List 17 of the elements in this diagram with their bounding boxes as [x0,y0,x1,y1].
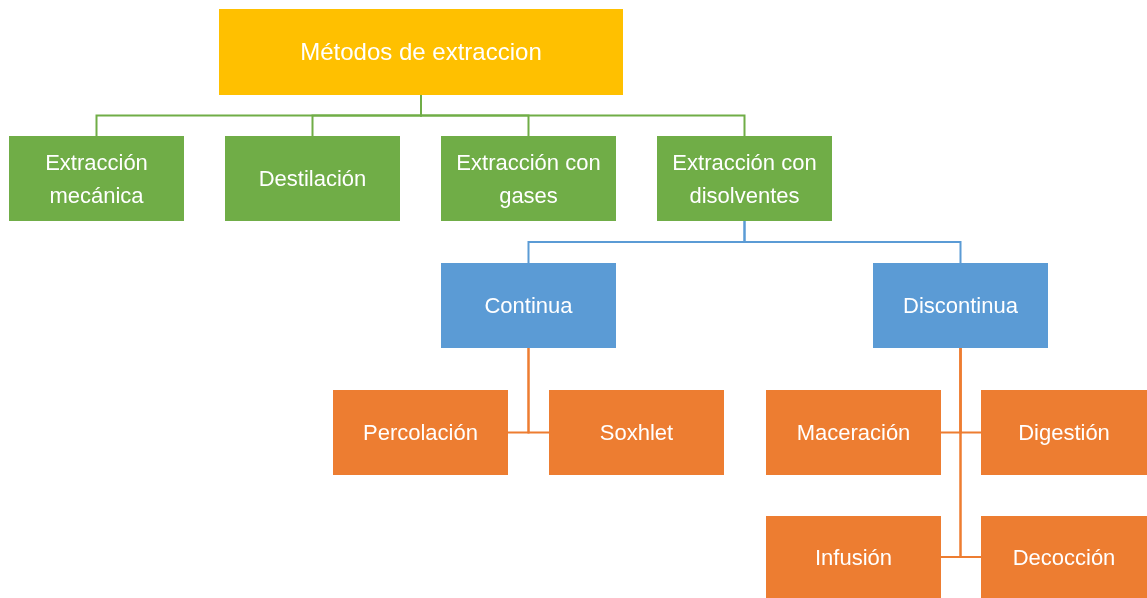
method-box: Soxhlet [549,390,724,475]
subcategory-box: Continua [441,263,616,348]
connector-line [959,347,982,558]
method-box: Maceración [766,390,941,475]
category-box: Extracción mecánica [9,136,184,221]
method-box: Decocción [981,516,1147,598]
connector-line [420,94,746,137]
method-box: Infusión [766,516,941,598]
subcategory-box: Discontinua [873,263,1048,348]
title-box: Métodos de extraccion [219,9,623,95]
connector-line [743,220,962,264]
method-box: Digestión [981,390,1147,475]
connector-line [527,347,550,434]
category-box: Extracción con disolventes [657,136,832,221]
category-box: Destilación [225,136,400,221]
category-box: Extracción con gases [441,136,616,221]
method-box: Percolación [333,390,508,475]
